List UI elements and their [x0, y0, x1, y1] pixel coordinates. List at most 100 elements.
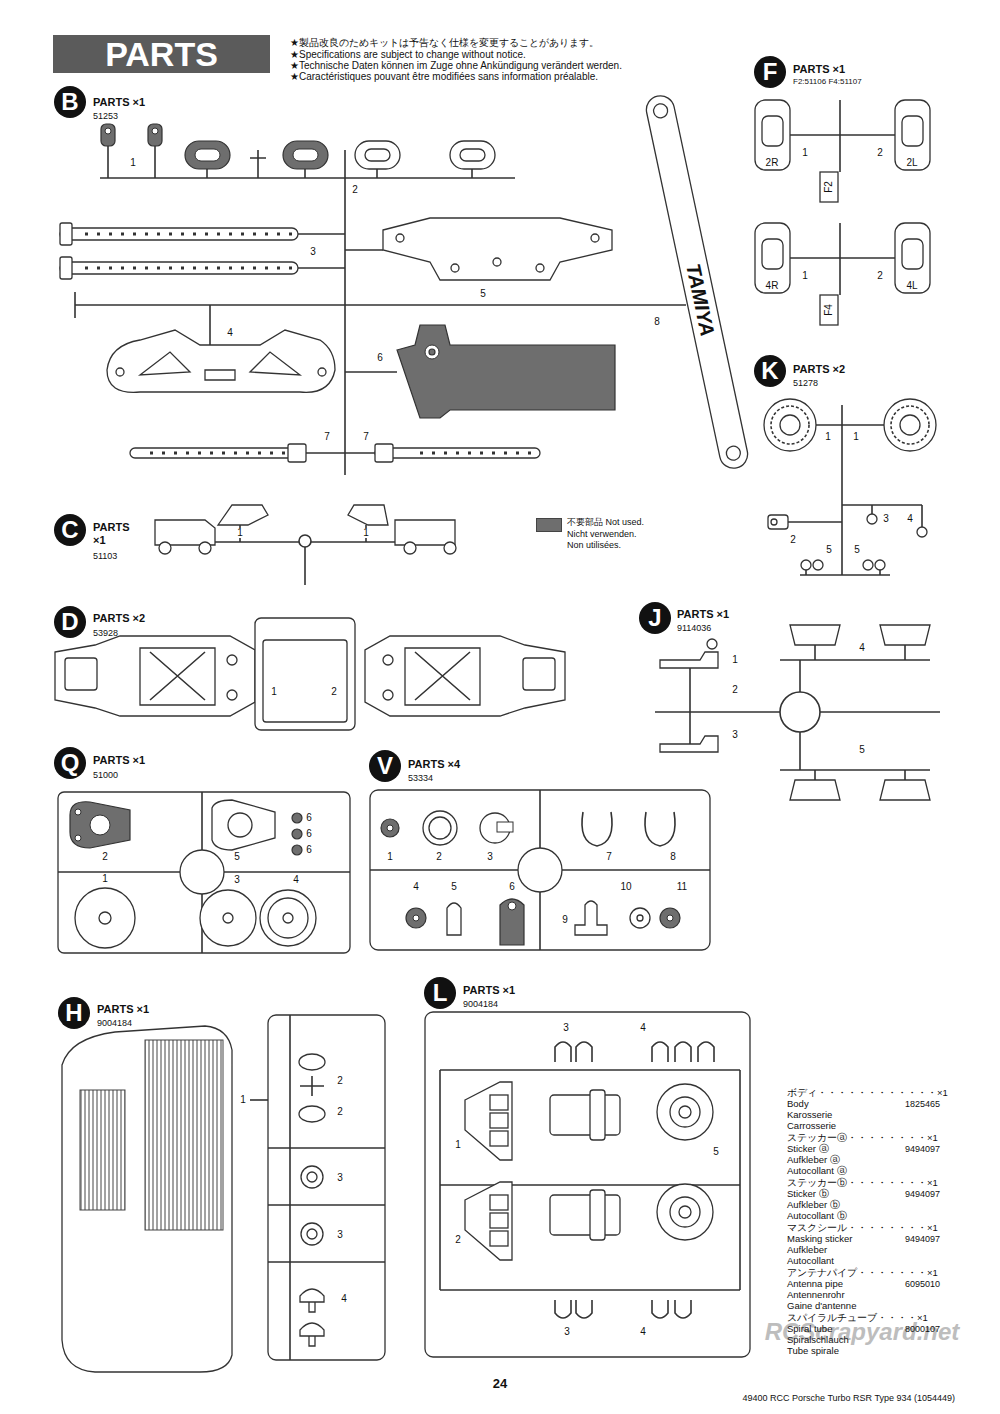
callout-number: 2R [765, 158, 780, 168]
part-shape [307, 1172, 317, 1182]
sprue-runner [790, 100, 895, 295]
part-shape [55, 618, 565, 730]
callout-number: 3 [233, 875, 241, 885]
part-tag: F4 [823, 304, 835, 316]
part-shape [465, 1182, 713, 1260]
callout-number: 5 [858, 745, 866, 755]
part-shape [451, 264, 459, 272]
legend-text: 不要部品 Not used. Nicht verwenden. Non util… [567, 517, 653, 552]
parts-list-item: Aufkleber ⓐ [787, 1155, 840, 1166]
part-shape [667, 915, 673, 921]
sprue-runner [790, 100, 895, 295]
sprue-runner [75, 146, 686, 475]
part-shape [790, 625, 840, 645]
part-shape [383, 218, 612, 280]
part-shape [365, 636, 565, 716]
part-shape [660, 652, 718, 668]
part-shape [255, 618, 355, 730]
tree-letter: L [433, 981, 448, 1005]
part-number: 9004184 [97, 1018, 132, 1028]
part-shape [75, 809, 81, 815]
parts-list-item: ボディ・・・・・・・・・・・・×1 [787, 1088, 948, 1099]
tree-letter: K [761, 359, 778, 383]
callout-number: 1 [129, 158, 137, 168]
part-shape [75, 835, 81, 841]
part-shape [299, 1054, 325, 1070]
tree-letter: C [61, 518, 78, 542]
part-shape [917, 527, 927, 537]
callout-number: 3 [309, 247, 317, 257]
callout-number: 2 [101, 852, 109, 862]
part-shape [801, 560, 811, 570]
part-shape [660, 736, 718, 752]
callout-number: 1 [801, 271, 809, 281]
part-shape [820, 172, 838, 202]
part-shape [550, 1195, 620, 1235]
callout-number: 6 [305, 845, 313, 855]
part-shape [383, 690, 393, 700]
callout-number: 1 [236, 528, 244, 538]
parts-count: PARTS ×1 [463, 984, 515, 997]
callout-number: 1 [454, 1140, 462, 1150]
tree-letter: F [763, 60, 778, 84]
parts-list-item: Sticker ⓑ [787, 1189, 829, 1200]
part-shape [383, 655, 393, 665]
part-shape [460, 149, 485, 161]
part-shape [429, 349, 435, 355]
callout-number: 3 [562, 1023, 570, 1033]
part-shape [493, 258, 501, 266]
callout-number: 3 [882, 514, 890, 524]
part-shape [60, 93, 750, 471]
part-shape [155, 520, 215, 545]
part-shape [55, 636, 255, 716]
part-shape [447, 903, 461, 935]
part-number: 9494097 [905, 1189, 940, 1199]
parts-list-item: Aufkleber [787, 1245, 827, 1256]
part-shape [90, 815, 110, 835]
part-shape [227, 690, 237, 700]
part-shape [365, 149, 390, 161]
part-shape [406, 908, 426, 928]
part-shape [404, 542, 416, 554]
parts-count: PARTS ×1 [97, 1003, 149, 1016]
part-shape [65, 658, 97, 690]
callout-number: 1 [270, 687, 278, 697]
part-shape [250, 1099, 268, 1101]
part-shape [155, 505, 456, 554]
part-shape [60, 228, 298, 240]
callout-number: 4 [226, 328, 234, 338]
part-shape [425, 345, 439, 359]
tree-letter: H [65, 1001, 82, 1025]
part-shape [725, 445, 742, 462]
part-number: 1825465 [905, 1099, 940, 1109]
parts-count: PARTS ×1 [93, 96, 145, 109]
part-tree-letter: Q [54, 747, 86, 779]
part-shape [657, 1184, 713, 1240]
callout-number: 2L [905, 158, 918, 168]
part-tree-letter: B [54, 86, 86, 118]
callout-number: 4 [639, 1023, 647, 1033]
part-shape [75, 888, 135, 948]
callout-number: 2 [330, 687, 338, 697]
part-shape [140, 648, 215, 705]
part-shape [762, 239, 783, 269]
part-shape [199, 542, 211, 554]
part-shape [370, 790, 710, 950]
callout-number: 6 [376, 353, 384, 363]
parts-list-item: スパイラルチューブ・・・・×1 [787, 1313, 928, 1324]
callout-number: 4 [906, 514, 914, 524]
callout-number: 5 [233, 852, 241, 862]
part-shape [679, 1206, 691, 1218]
callout-number: 1 [362, 528, 370, 538]
callout-number: 3 [731, 730, 739, 740]
callout-number: 4 [412, 882, 420, 892]
part-tree-letter: L [424, 977, 456, 1009]
part-number: 6095010 [905, 1279, 940, 1289]
callout-number: 6 [305, 813, 313, 823]
part-shape [670, 1197, 700, 1227]
callout-number: 4R [765, 281, 780, 291]
part-shape [490, 1131, 508, 1146]
part-shape [268, 898, 308, 938]
part-shape [523, 658, 555, 690]
part-shape [300, 1323, 324, 1346]
